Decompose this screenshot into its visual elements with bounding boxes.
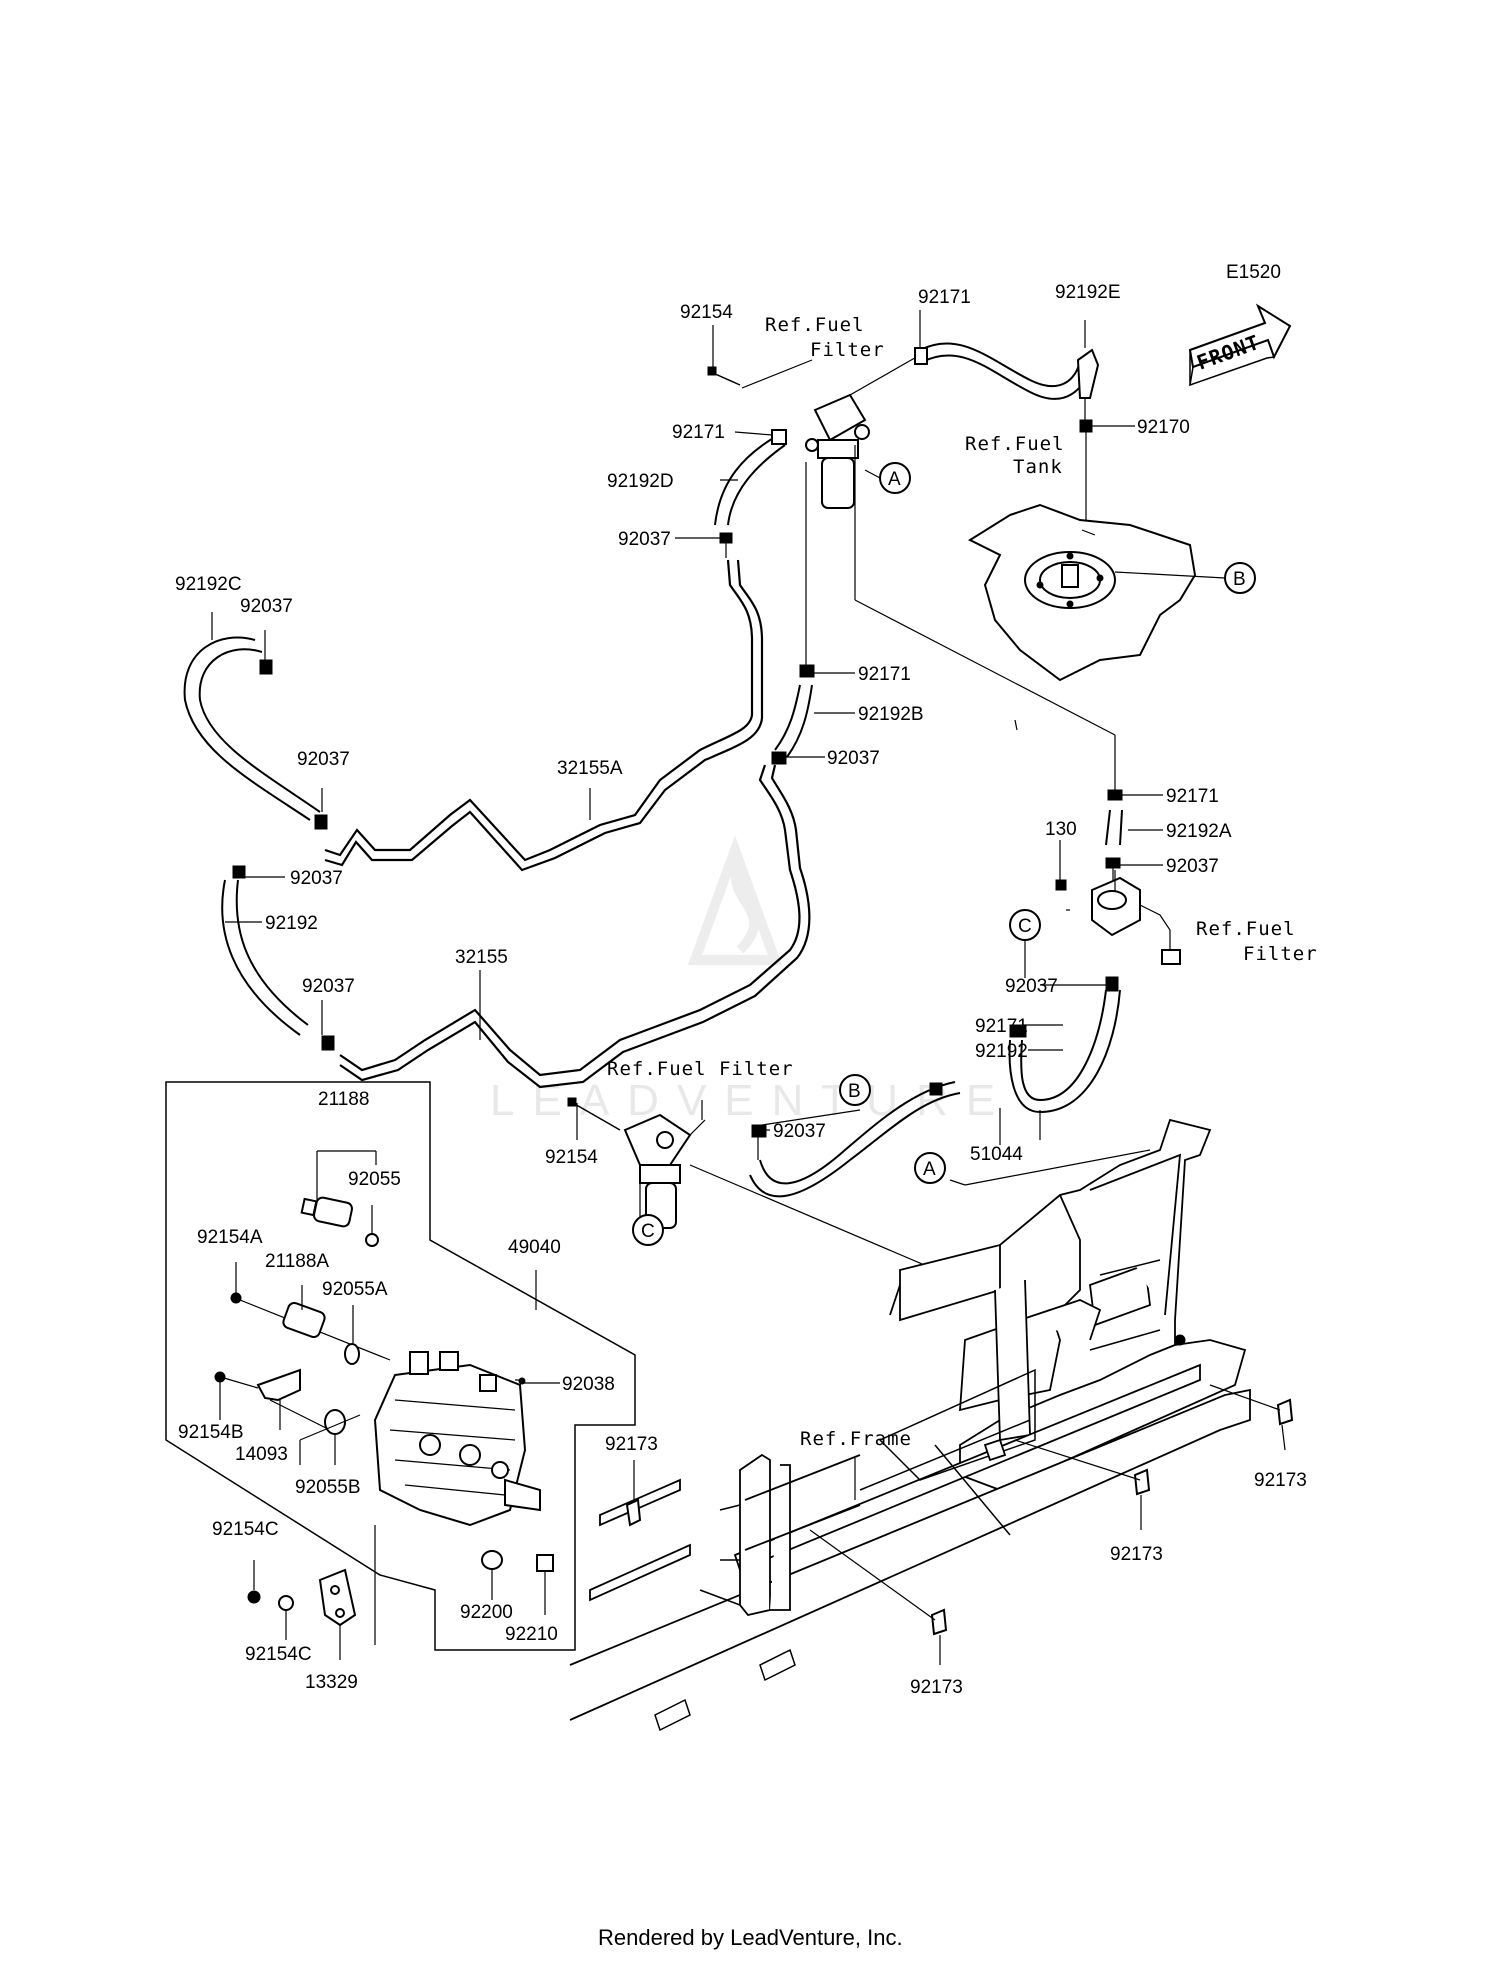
injection-pump-49040	[373, 1351, 541, 1527]
marker-c-right-label: C	[1018, 916, 1032, 937]
diagram-code: E1520	[1226, 262, 1281, 283]
part-92037-a: 92037	[1166, 856, 1219, 877]
part-92171-b: 92171	[858, 664, 911, 685]
part-21188: 21188	[318, 1089, 369, 1110]
marker-c-mid-label: C	[641, 1221, 655, 1242]
part-92192E: 92192E	[1055, 282, 1121, 303]
part-92037-c2: 92037	[297, 749, 350, 770]
part-92154-top: 92154	[680, 302, 733, 323]
marker-a-frame-label: A	[923, 1159, 936, 1180]
o-ring-92055	[365, 1233, 379, 1247]
part-92037-d: 92037	[618, 529, 671, 550]
part-92154B: 92154B	[178, 1422, 244, 1443]
part-92171-top: 92171	[918, 287, 971, 308]
part-92171-a: 92171	[1166, 786, 1219, 807]
ref-fuel-filter-top-1: Ref.Fuel	[765, 314, 865, 336]
part-92173-2: 92173	[1254, 1470, 1307, 1491]
part-92192A: 92192A	[1166, 821, 1232, 842]
ref-fuel-tank-2: Tank	[1013, 456, 1063, 478]
part-92171-left: 92171	[672, 422, 725, 443]
marker-a-top-label: A	[888, 469, 901, 490]
part-92192B: 92192B	[858, 704, 924, 725]
clamp-92173-2	[1276, 1398, 1294, 1426]
part-32155A: 32155A	[557, 758, 623, 779]
part-92055A: 92055A	[322, 1279, 388, 1300]
part-92210: 92210	[505, 1624, 558, 1645]
marker-a-frame	[914, 1152, 946, 1184]
ref-frame: Ref.Frame	[800, 1428, 912, 1450]
part-13329: 13329	[305, 1672, 358, 1693]
part-130: 130	[1045, 819, 1077, 840]
part-21188A: 21188A	[265, 1251, 329, 1272]
part-92037-h2: 92037	[302, 976, 355, 997]
part-92154C: 92154C	[212, 1519, 279, 1540]
part-92037-c: 92037	[240, 596, 293, 617]
part-92192-r: 92192	[975, 1041, 1028, 1062]
part-92154A: 92154A	[197, 1227, 263, 1248]
part-92200: 92200	[460, 1602, 513, 1623]
part-92192D: 92192D	[607, 471, 674, 492]
part-92192C: 92192C	[175, 574, 242, 595]
marker-b-mid-label: B	[848, 1081, 861, 1102]
marker-b-top-label: B	[1233, 569, 1246, 590]
part-92173-1: 92173	[605, 1434, 658, 1455]
clamp-92173-4	[930, 1608, 948, 1636]
ref-fuel-filter-mid: Ref.Fuel Filter	[607, 1058, 794, 1080]
ref-fuel-tank-1: Ref.Fuel	[965, 433, 1065, 455]
part-51044: 51044	[970, 1144, 1023, 1165]
middle-fuel-filter	[623, 1113, 706, 1229]
part-92037-r: 92037	[1005, 976, 1058, 997]
bracket-14093	[214, 1368, 301, 1402]
ref-fuel-filter-right-1: Ref.Fuel	[1196, 918, 1296, 940]
part-92173-3: 92173	[1110, 1544, 1163, 1565]
part-92055: 92055	[348, 1169, 401, 1190]
right-fuel-filter	[1091, 870, 1181, 965]
bracket-13329	[247, 1568, 357, 1627]
fuel-tank	[967, 503, 1197, 682]
part-92170: 92170	[1137, 417, 1190, 438]
solenoid-21188	[300, 1196, 353, 1228]
ref-fuel-filter-right-2: Filter	[1243, 943, 1318, 965]
frame	[569, 1118, 1251, 1732]
part-49040: 49040	[508, 1237, 561, 1258]
part-92037-b: 92037	[827, 748, 880, 769]
clamp-92173-1	[625, 1498, 642, 1527]
injection-pump-group-outline	[165, 1081, 636, 1651]
part-92037-mid: 92037	[773, 1121, 826, 1142]
part-92192: 92192	[265, 913, 318, 934]
part-92037-h1: 92037	[290, 868, 343, 889]
part-92055B: 92055B	[295, 1477, 361, 1498]
front-arrow-icon: FRONT	[1188, 303, 1292, 387]
part-92038: 92038	[562, 1374, 615, 1395]
part-92154C-2: 92154C	[245, 1644, 312, 1665]
part-14093: 14093	[235, 1444, 288, 1465]
part-92173-4: 92173	[910, 1677, 963, 1698]
solenoid-21188A	[282, 1301, 326, 1339]
clamp-92173-3	[1133, 1468, 1151, 1496]
part-92171-r: 92171	[975, 1016, 1028, 1037]
ref-fuel-filter-top-2: Filter	[810, 339, 885, 361]
marker-b-mid	[839, 1074, 871, 1106]
top-fuel-filter	[707, 354, 921, 509]
footer-credit: Rendered by LeadVenture, Inc.	[598, 1925, 903, 1950]
part-32155: 32155	[455, 947, 508, 968]
marker-c-mid	[632, 1214, 664, 1246]
part-92154-mid: 92154	[545, 1147, 598, 1168]
